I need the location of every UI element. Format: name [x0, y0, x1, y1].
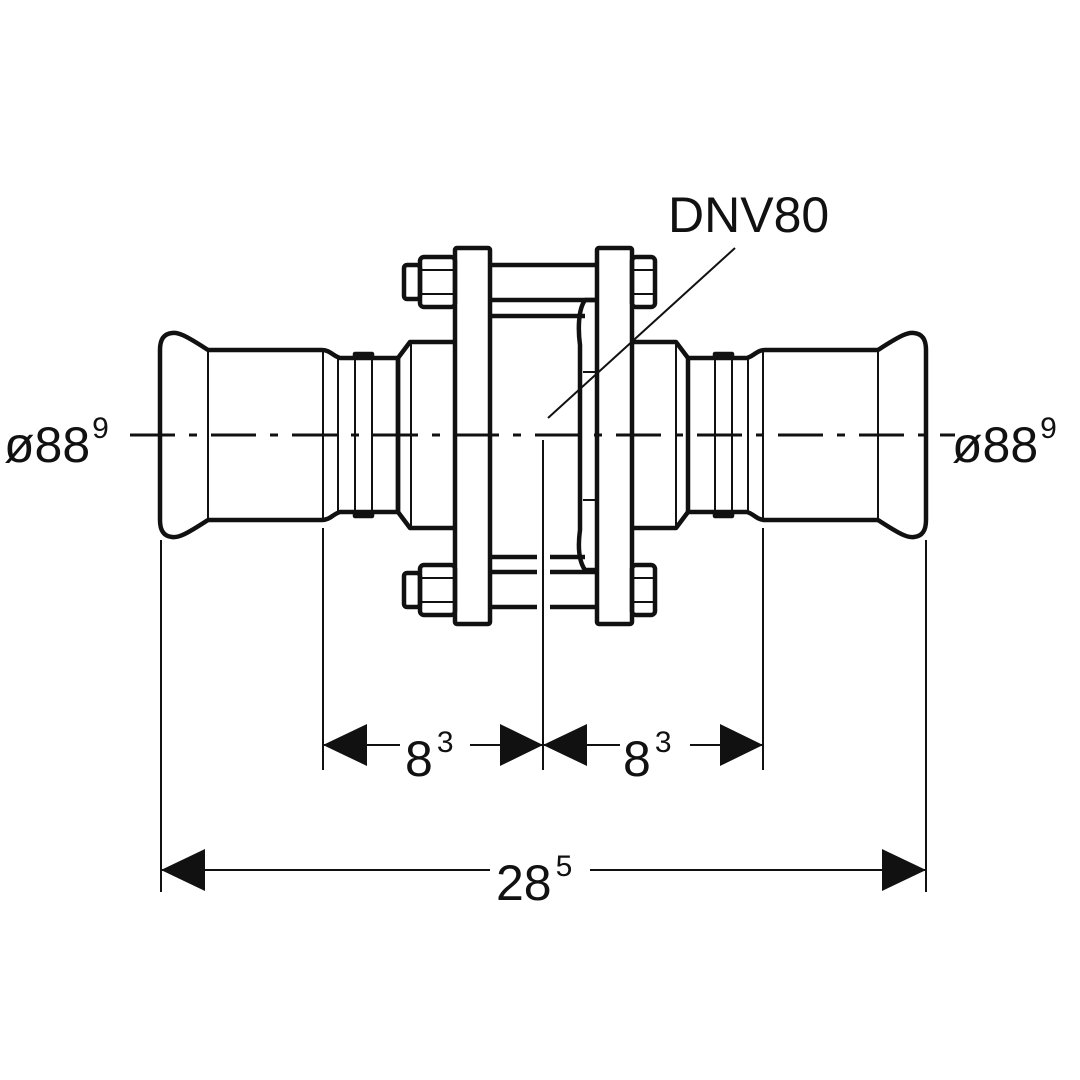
- dimension-overall: [161, 849, 926, 891]
- leader-line: [547, 247, 736, 419]
- top-bolt: [401, 254, 658, 319]
- valve-disc: [576, 297, 597, 573]
- valve-type-label: DNV80: [668, 187, 829, 243]
- dimension-short: [323, 724, 763, 766]
- extension-lines: [160, 440, 927, 892]
- left-diameter-label: ø889: [4, 412, 109, 473]
- bottom-bolt: [401, 554, 658, 618]
- right-diameter-label: ø889: [952, 412, 1057, 473]
